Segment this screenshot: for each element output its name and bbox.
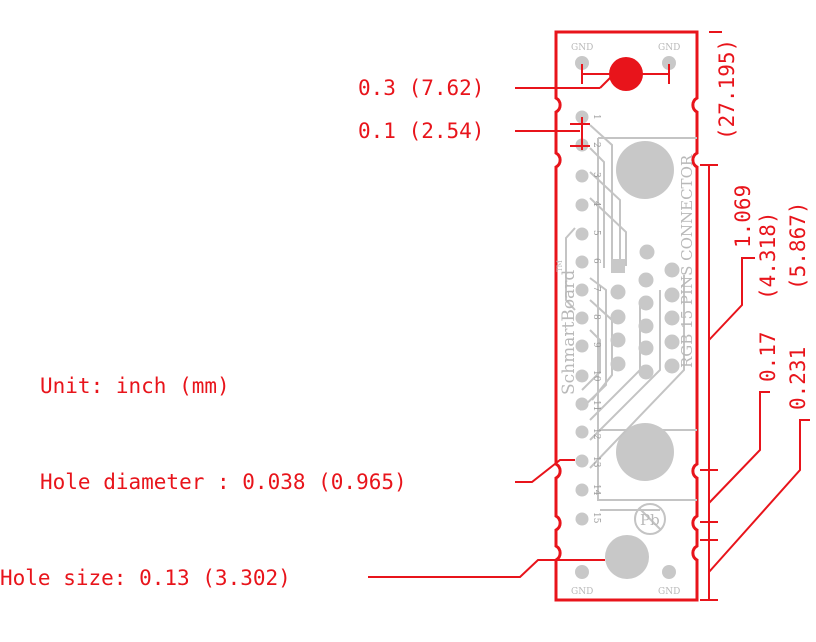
- pin-numbers: 1 2 3 4 5 6 7 8 9 10 11 12 13 14 15: [591, 114, 601, 524]
- svg-text:14: 14: [591, 484, 601, 496]
- dimension-layer: [368, 31, 810, 601]
- svg-text:8: 8: [591, 314, 601, 320]
- brand-label: SchmartBoard: [559, 270, 579, 395]
- connector-mount-hole-bottom: [616, 423, 674, 481]
- connector-label: RGB 15 PINS CONNECTOR: [678, 154, 696, 368]
- svg-text:Pb: Pb: [640, 511, 660, 529]
- svg-text:6: 6: [591, 258, 601, 264]
- svg-text:10: 10: [591, 370, 601, 382]
- unit-label: Unit: inch (mm): [40, 374, 230, 398]
- span-0231-label: 0.231: [786, 347, 810, 410]
- pin-pitch-label: 0.1 (2.54): [358, 119, 484, 143]
- gnd-label-top-left: GND: [571, 43, 593, 53]
- svg-text:13: 13: [591, 456, 601, 468]
- gnd-pad-top-right: [662, 56, 676, 70]
- connector-pads: [610, 244, 680, 380]
- svg-text:11: 11: [591, 400, 601, 411]
- span-0231-mm-label: (5.867): [786, 201, 810, 290]
- gnd-label-bottom-left: GND: [571, 587, 593, 597]
- trademark-label: TM: [556, 260, 564, 272]
- span-017-label: 0.17: [756, 331, 780, 382]
- svg-text:15: 15: [591, 512, 601, 524]
- svg-text:1: 1: [591, 114, 601, 120]
- gnd-spacing-label: 0.3 (7.62): [358, 76, 484, 100]
- lead-free-icon: Pb: [634, 503, 666, 535]
- span-1069-mm-label: (4.318): [756, 211, 780, 300]
- connector-mount-hole-top: [616, 141, 674, 199]
- hole-size-label: Hole size: 0.13 (3.302): [0, 566, 291, 590]
- gnd-pad-bottom-right: [662, 565, 676, 579]
- gnd-label-top-right: GND: [658, 43, 680, 53]
- hole-diameter-label: Hole diameter : 0.038 (0.965): [40, 470, 407, 494]
- svg-text:3: 3: [591, 172, 601, 178]
- board-outline: [554, 30, 699, 602]
- gnd-pad-top-left: [575, 56, 589, 70]
- gnd-label-bottom-right: GND: [658, 587, 680, 597]
- svg-text:4: 4: [591, 201, 601, 207]
- span-1069-label: 1.069: [731, 185, 755, 248]
- svg-text:5: 5: [591, 230, 601, 236]
- board-mount-hole: [605, 535, 649, 579]
- svg-text:2: 2: [591, 142, 601, 148]
- svg-text:12: 12: [591, 428, 601, 439]
- svg-text:9: 9: [591, 342, 601, 348]
- gnd-pad-bottom-left: [575, 565, 589, 579]
- svg-text:7: 7: [591, 286, 601, 292]
- silkscreen-layer: GND GND GND GND: [556, 43, 697, 597]
- board-height-label: (27.195): [715, 39, 739, 140]
